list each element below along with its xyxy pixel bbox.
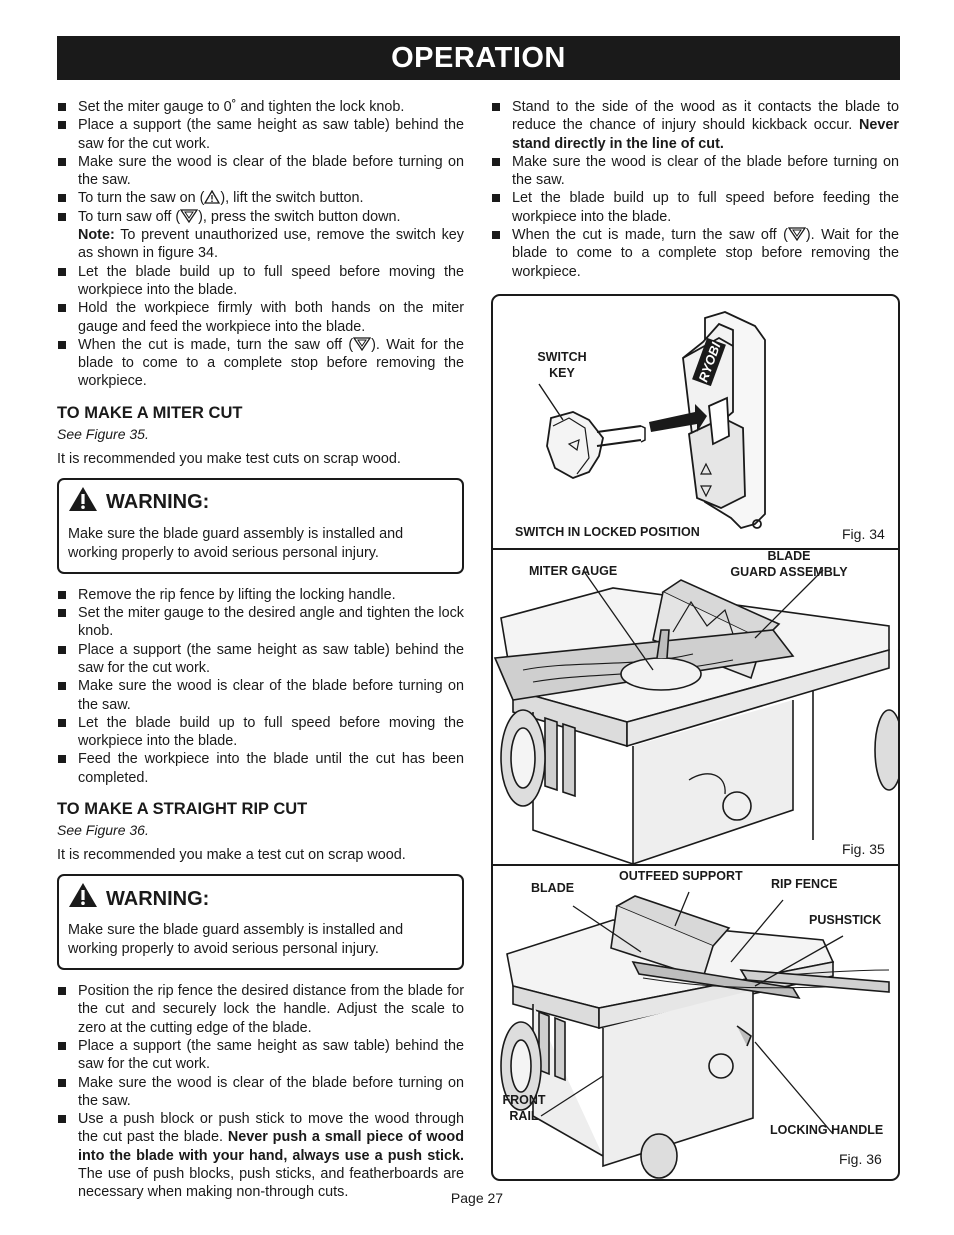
intro-list: Set the miter gauge to 0˚ and tighten th… bbox=[57, 98, 464, 391]
cut-made-text-after: ). Wait for the blade to come to a compl… bbox=[78, 336, 464, 390]
figure-number-34: Fig. 34 bbox=[842, 526, 885, 542]
note-text: To prevent unauthorized use, remove the … bbox=[78, 227, 464, 262]
list-item-stand: Stand to the side of the wood as it cont… bbox=[491, 98, 899, 153]
off-symbol-icon bbox=[352, 337, 372, 353]
rip-see-figure: See Figure 36. bbox=[57, 822, 149, 839]
page-number: Page 27 bbox=[450, 1190, 504, 1206]
figure-divider bbox=[493, 548, 898, 550]
switch-illustration: RYOBI bbox=[538, 311, 766, 530]
miter-see-figure: See Figure 35. bbox=[57, 425, 149, 442]
figure-35: MITER GAUGE BLADE GUARD ASSEMBLY Fig. 35 bbox=[493, 550, 898, 864]
list-item-turn-on: To turn the saw on ( ), lift the switch b… bbox=[57, 189, 464, 207]
note-label: Note: bbox=[78, 227, 115, 244]
list-item: Remove the rip fence by lifting the lock… bbox=[57, 586, 464, 604]
push-text-after: The use of push blocks, push sticks, and… bbox=[78, 1165, 464, 1201]
list-item: Make sure the wood is clear of the blade… bbox=[491, 153, 899, 190]
list-item: Place a support (the same height as saw … bbox=[57, 1037, 464, 1074]
miter-recommend: It is recommended you make test cuts on … bbox=[57, 450, 401, 467]
right-column: Stand to the side of the wood as it cont… bbox=[491, 98, 899, 281]
list-item-turn-off: To turn saw off ( ), press the switch but… bbox=[57, 208, 464, 263]
stand-text-bold: Never stand directly in the line of cut. bbox=[512, 117, 899, 152]
turn-off-text-before: To turn saw off ( bbox=[78, 208, 181, 225]
label-front-rail-line2: RAIL bbox=[509, 1109, 539, 1123]
label-switch-key: SWITCH KEY bbox=[533, 349, 591, 381]
list-item: Let the blade build up to full speed bef… bbox=[57, 714, 464, 751]
label-switch-key-line1: SWITCH bbox=[537, 350, 587, 364]
list-item: Place a support (the same height as saw … bbox=[57, 641, 464, 678]
cut-made-text-after: ). Wait for the blade to come to a compl… bbox=[512, 227, 899, 280]
alert-triangle-icon bbox=[68, 486, 106, 519]
warning-text: Make sure the blade guard assembly is in… bbox=[68, 525, 404, 561]
label-blade: BLADE bbox=[531, 881, 575, 895]
cut-made-text-before: When the cut is made, turn the saw off ( bbox=[512, 227, 788, 244]
caption-switch-locked: SWITCH IN LOCKED POSITION bbox=[515, 525, 700, 539]
push-text-bold: Never push a small piece of wood into th… bbox=[78, 1129, 464, 1164]
figure-34: RYOBI SWITCH KEY SWITCH IN LOCKED POSITI… bbox=[493, 296, 898, 548]
label-switch-key-line2: KEY bbox=[549, 366, 575, 380]
label-blade-guard-line2: GUARD ASSEMBLY bbox=[730, 565, 848, 579]
cut-made-text-before: When the cut is made, turn the saw off ( bbox=[78, 336, 354, 353]
list-item: Let the blade build up to full speed bef… bbox=[491, 189, 899, 226]
label-rip-fence: RIP FENCE bbox=[771, 877, 838, 891]
turn-on-text-after: ), lift the switch button. bbox=[220, 190, 364, 207]
list-item-push-stick: Use a push block or push stick to move t… bbox=[57, 1110, 464, 1201]
off-symbol-icon bbox=[179, 209, 199, 225]
page-title: OPERATION bbox=[57, 36, 900, 80]
figure-number-35: Fig. 35 bbox=[842, 841, 885, 857]
figure-divider bbox=[493, 864, 898, 866]
list-item: Place a support (the same height as saw … bbox=[57, 116, 464, 153]
push-text-before: Use a push block or push stick to move t… bbox=[78, 1111, 464, 1146]
label-pushstick: PUSHSTICK bbox=[809, 913, 882, 927]
miter-warning-box: WARNING: Make sure the blade guard assem… bbox=[57, 477, 464, 574]
rip-heading: TO MAKE A STRAIGHT RIP CUT bbox=[57, 800, 308, 819]
list-item-cut-made: When the cut is made, turn the saw off (… bbox=[491, 226, 899, 281]
warning-title: WARNING: bbox=[106, 887, 210, 910]
list-item: Set the miter gauge to the desired angle… bbox=[57, 604, 464, 641]
warning-header: WARNING: bbox=[68, 882, 452, 915]
list-item: Hold the workpiece firmly with both hand… bbox=[57, 299, 464, 336]
list-item: Feed the workpiece into the blade until … bbox=[57, 750, 464, 787]
label-blade-guard-line1: BLADE bbox=[767, 550, 811, 563]
miter-cut-illustration bbox=[493, 569, 898, 864]
right-list: Stand to the side of the wood as it cont… bbox=[491, 98, 899, 281]
turn-on-text-before: To turn the saw on ( bbox=[78, 190, 205, 207]
rip-cut-illustration bbox=[500, 891, 890, 1179]
list-item-cut-made: When the cut is made, turn the saw off (… bbox=[57, 336, 464, 391]
label-blade-guard: BLADE GUARD ASSEMBLY bbox=[719, 550, 859, 580]
list-item: Make sure the wood is clear of the blade… bbox=[57, 1074, 464, 1111]
label-locking-handle: LOCKING HANDLE bbox=[770, 1123, 884, 1137]
miter-heading: TO MAKE A MITER CUT bbox=[57, 403, 243, 422]
list-item: Make sure the wood is clear of the blade… bbox=[57, 677, 464, 714]
label-miter-gauge: MITER GAUGE bbox=[529, 564, 618, 578]
figure-number-36: Fig. 36 bbox=[839, 1151, 882, 1167]
off-symbol-icon bbox=[787, 227, 807, 243]
turn-off-text-after: ), press the switch button down. bbox=[198, 208, 401, 225]
rip-list: Position the rip fence the desired dista… bbox=[57, 982, 464, 1202]
label-outfeed-support: OUTFEED SUPPORT bbox=[619, 869, 743, 883]
list-item: Let the blade build up to full speed bef… bbox=[57, 263, 464, 300]
warning-header: WARNING: bbox=[68, 486, 452, 519]
label-front-rail: FRONT RAIL bbox=[499, 1092, 549, 1124]
warning-title: WARNING: bbox=[106, 491, 210, 514]
stand-text: Stand to the side of the wood as it cont… bbox=[512, 99, 899, 134]
label-front-rail-line1: FRONT bbox=[502, 1093, 546, 1107]
list-item: Make sure the wood is clear of the blade… bbox=[57, 153, 464, 190]
miter-list: Remove the rip fence by lifting the lock… bbox=[57, 586, 464, 787]
on-symbol-icon bbox=[204, 190, 221, 205]
list-item: Set the miter gauge to 0˚ and tighten th… bbox=[57, 98, 464, 116]
rip-recommend: It is recommended you make a test cut on… bbox=[57, 847, 406, 864]
alert-triangle-icon bbox=[68, 882, 106, 915]
list-item: Position the rip fence the desired dista… bbox=[57, 982, 464, 1037]
figure-36: BLADE OUTFEED SUPPORT RIP FENCE PUSHSTIC… bbox=[493, 866, 898, 1179]
rip-warning-box: WARNING: Make sure the blade guard assem… bbox=[57, 874, 464, 971]
left-column: Set the miter gauge to 0˚ and tighten th… bbox=[57, 98, 464, 1202]
figure-frame: RYOBI SWITCH KEY SWITCH IN LOCKED POSITI… bbox=[491, 294, 900, 1181]
warning-text: Make sure the blade guard assembly is in… bbox=[68, 922, 404, 958]
